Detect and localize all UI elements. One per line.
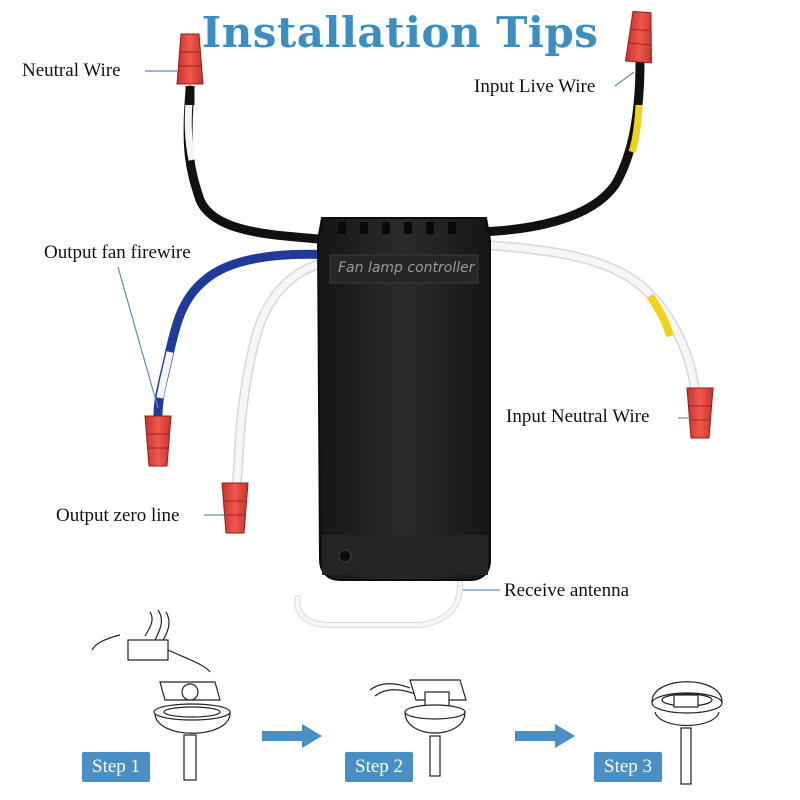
wire-output-fan	[153, 249, 335, 420]
step2-illustration	[369, 679, 467, 777]
label-output-fan-firewire: Output fan firewire	[44, 242, 191, 263]
wire-input-neutral	[480, 240, 700, 395]
arrow-step2-to-step3	[515, 724, 575, 748]
wire-input-live	[475, 57, 645, 237]
label-input-neutral-wire: Input Neutral Wire	[506, 406, 650, 427]
leader-input-live	[614, 71, 635, 87]
label-neutral-wire: Neutral Wire	[22, 60, 121, 81]
page-title: Installation Tips	[201, 8, 599, 57]
step-3-badge: Step 3	[594, 752, 663, 782]
label-receive-antenna: Receive antenna	[504, 580, 630, 601]
controller-label: Fan lamp controller	[338, 260, 475, 276]
step-2-badge: Step 2	[345, 752, 414, 782]
wire-antenna	[294, 572, 464, 628]
label-output-zero-line: Output zero line	[56, 505, 180, 526]
connector-neutral	[176, 33, 204, 85]
connector-output-fan	[144, 415, 172, 467]
leader-output-fan	[117, 266, 159, 409]
wire-output-zero	[231, 257, 335, 495]
arrow-step1-to-step2	[262, 724, 322, 748]
step3-illustration	[651, 681, 723, 785]
label-input-live-wire: Input Live Wire	[474, 76, 596, 97]
step1-illustration	[91, 609, 231, 781]
controller-box	[316, 217, 491, 581]
wire-neutral	[183, 85, 335, 245]
connector-input-neutral	[686, 387, 714, 439]
connector-input-live	[624, 10, 652, 64]
connector-output-zero	[221, 482, 249, 534]
step-1-badge: Step 1	[82, 752, 151, 782]
